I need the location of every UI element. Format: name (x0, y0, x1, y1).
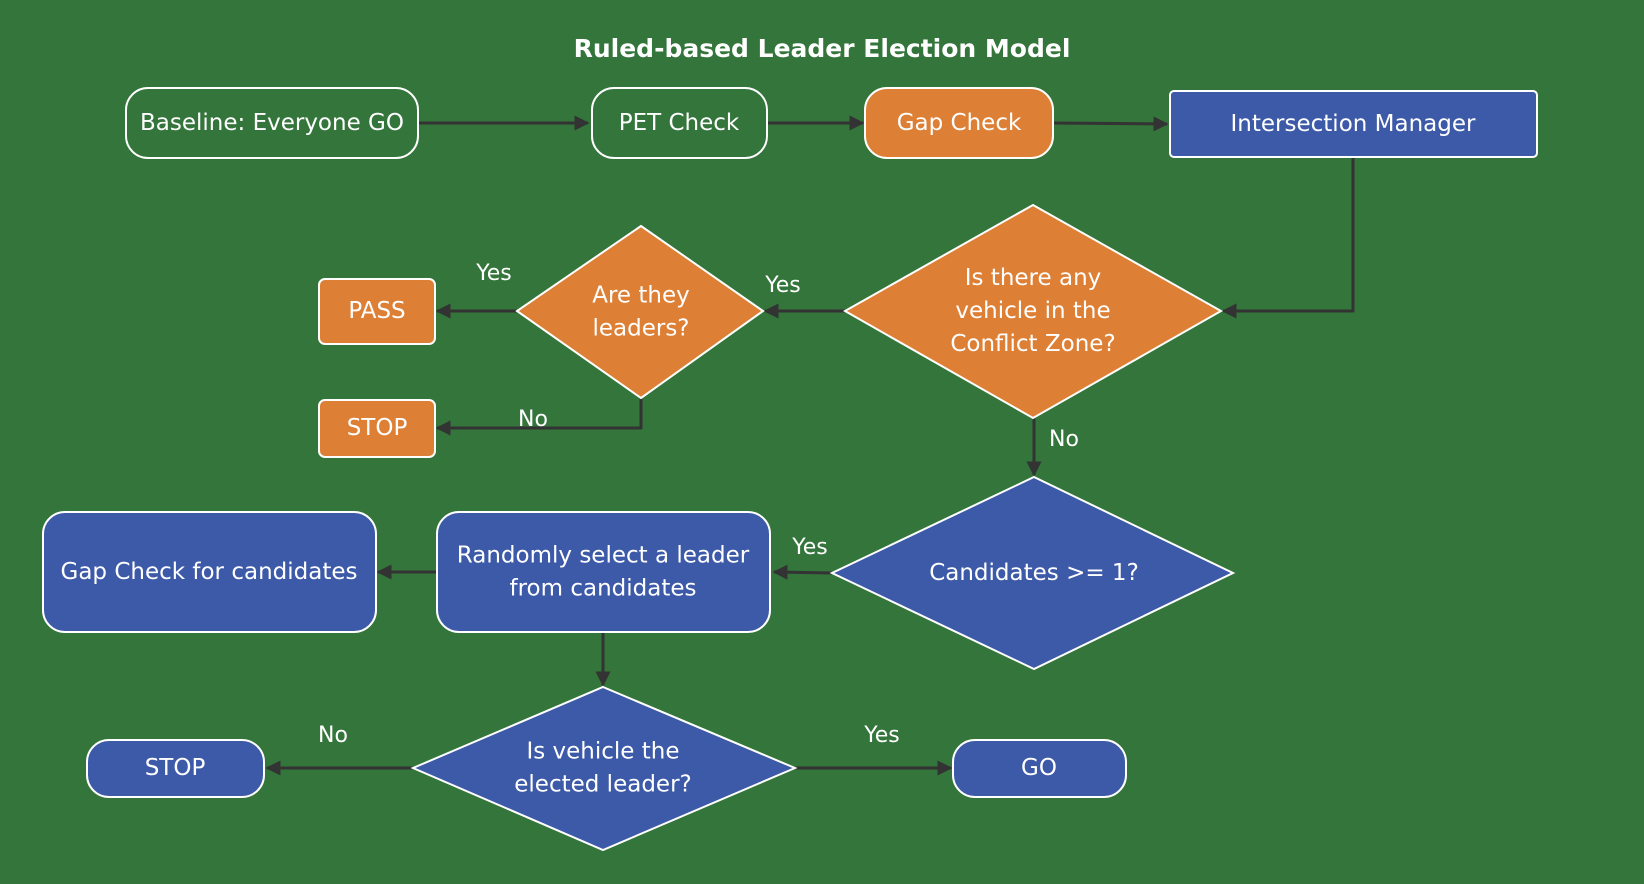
diagram-title: Ruled-based Leader Election Model (574, 34, 1071, 63)
node-candidates[interactable]: Candidates >= 1? (829, 475, 1236, 671)
node-label-line: leaders? (592, 316, 689, 342)
node-are-they-leaders[interactable]: Are they leaders? (515, 224, 765, 400)
svg-text:PASS: PASS (348, 298, 405, 324)
node-label-line: GO (1021, 755, 1057, 781)
edge-labels: Yes Yes No No Yes No Yes (318, 261, 1079, 748)
edges (265, 115, 1355, 776)
node-gap-check[interactable]: Gap Check (864, 87, 1054, 159)
node-label-line: from candidates (510, 576, 697, 602)
edge-manager-to-conflict (1221, 157, 1355, 319)
node-label-line: Is vehicle the (526, 739, 679, 765)
edge-label-conflict-no: No (1049, 427, 1079, 452)
edge-label-candidates-yes: Yes (791, 535, 828, 560)
edge-label-conflict-yes: Yes (764, 273, 801, 298)
edge-label-elected-no: No (318, 723, 348, 748)
svg-text:Gap Check: Gap Check (897, 110, 1022, 136)
node-stop-top[interactable]: STOP (318, 399, 436, 458)
node-label-line: Are they (592, 283, 690, 309)
node-label-line: elected leader? (514, 772, 691, 798)
node-label-line: STOP (347, 415, 408, 441)
edge-label-elected-yes: Yes (863, 723, 900, 748)
node-elected-leader[interactable]: Is vehicle the elected leader? (410, 685, 798, 852)
node-label-line: Gap Check (897, 110, 1022, 136)
edge-label-leaders-yes: Yes (475, 261, 512, 286)
edge-leaders-no (435, 398, 643, 436)
node-random-select[interactable]: Randomly select a leader from candidates (436, 511, 771, 633)
edge-gap-to-manager (1052, 116, 1169, 132)
node-label-line: Randomly select a leader (457, 543, 750, 569)
svg-text:Candidates >= 1?: Candidates >= 1? (929, 560, 1139, 586)
svg-text:Baseline: Everyone GO: Baseline: Everyone GO (140, 110, 404, 136)
node-label-line: Baseline: Everyone GO (140, 110, 404, 136)
svg-text:STOP: STOP (347, 415, 408, 441)
node-pass[interactable]: PASS (318, 278, 436, 345)
svg-text:PET Check: PET Check (619, 110, 740, 136)
svg-text:Intersection Manager: Intersection Manager (1231, 111, 1476, 137)
edge-label-leaders-no: No (518, 407, 548, 432)
node-intersection-manager[interactable]: Intersection Manager (1169, 90, 1538, 158)
node-label-line: Gap Check for candidates (61, 559, 358, 585)
node-baseline[interactable]: Baseline: Everyone GO (125, 87, 419, 159)
node-label-line: Conflict Zone? (950, 331, 1115, 357)
node-label-line: Candidates >= 1? (929, 560, 1139, 586)
node-gap-check-candidates[interactable]: Gap Check for candidates (42, 511, 377, 633)
svg-text:GO: GO (1021, 755, 1057, 781)
node-label-line: Intersection Manager (1231, 111, 1476, 137)
node-label-line: PET Check (619, 110, 740, 136)
node-stop-bottom[interactable]: STOP (86, 739, 265, 798)
node-label-line: PASS (348, 298, 405, 324)
node-label-line: Is there any (965, 265, 1102, 291)
node-go[interactable]: GO (952, 739, 1127, 798)
node-label-line: vehicle in the (955, 298, 1110, 324)
edge-candidates-yes (772, 564, 833, 580)
svg-text:STOP: STOP (145, 755, 206, 781)
svg-text:Gap Check for candidates: Gap Check for candidates (61, 559, 358, 585)
node-pet-check[interactable]: PET Check (591, 87, 768, 159)
node-label-line: STOP (145, 755, 206, 781)
